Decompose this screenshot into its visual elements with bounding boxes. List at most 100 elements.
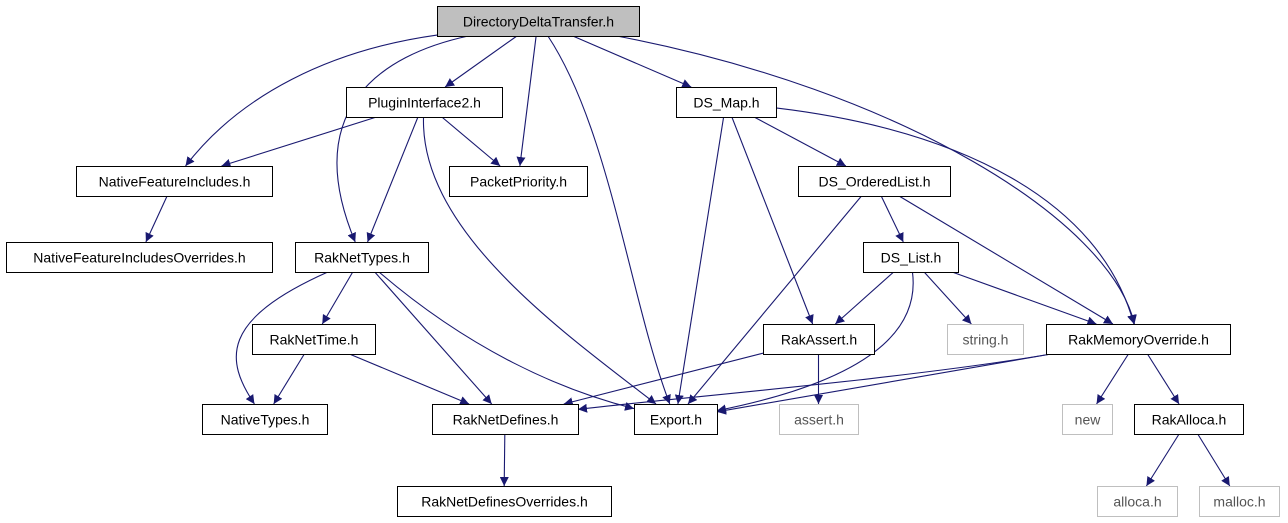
edge-ralloca-to-malloch xyxy=(1197,433,1231,487)
node-box xyxy=(397,486,612,517)
node-dsol[interactable]: DS_OrderedList.h xyxy=(798,166,951,197)
edge-dsmap-to-rassert xyxy=(731,116,814,325)
edge-rntime-to-ntypes xyxy=(273,353,305,405)
node-label: RakAlloca.h xyxy=(1152,412,1227,428)
edge-root-to-plugin xyxy=(444,35,518,88)
edge-nfi-to-nfio xyxy=(145,195,168,243)
node-allocah: alloca.h xyxy=(1097,486,1178,517)
node-box xyxy=(676,87,777,118)
node-label: string.h xyxy=(963,332,1009,348)
edge-rnt-to-ntypes xyxy=(235,271,329,405)
edge-plugin-to-pp xyxy=(441,116,501,167)
node-label: RakNetTime.h xyxy=(270,332,359,348)
node-box xyxy=(1097,486,1178,517)
node-box xyxy=(76,166,273,197)
node-dslist[interactable]: DS_List.h xyxy=(863,242,959,273)
node-label: NativeFeatureIncludes.h xyxy=(99,174,251,190)
node-box xyxy=(863,242,959,273)
node-dsmap[interactable]: DS_Map.h xyxy=(676,87,777,118)
node-box xyxy=(202,404,328,435)
edge-rnd-to-rndo xyxy=(499,433,509,487)
node-rassert[interactable]: RakAssert.h xyxy=(763,324,875,355)
node-ntypes[interactable]: NativeTypes.h xyxy=(202,404,328,435)
edge-dsol-to-rmo xyxy=(898,195,1114,325)
edge-dslist-to-stringh xyxy=(923,271,972,325)
node-malloch: malloc.h xyxy=(1199,486,1280,517)
edge-root-to-rmo xyxy=(616,35,1137,325)
node-label: RakNetDefinesOverrides.h xyxy=(421,494,588,510)
node-box xyxy=(763,324,875,355)
node-box xyxy=(437,6,640,37)
edge-rmo-to-export xyxy=(716,353,1052,415)
node-stringh: string.h xyxy=(947,324,1024,355)
edge-rnt-to-rnd xyxy=(374,271,493,405)
node-box xyxy=(947,324,1024,355)
node-nfio[interactable]: NativeFeatureIncludesOverrides.h xyxy=(6,242,273,273)
edge-root-to-dsmap xyxy=(572,35,692,88)
node-plugin[interactable]: PluginInterface2.h xyxy=(346,87,503,118)
edge-dsmap-to-rmo xyxy=(775,107,1136,325)
node-box xyxy=(634,404,718,435)
node-root[interactable]: DirectoryDeltaTransfer.h xyxy=(437,6,640,37)
node-box xyxy=(295,242,429,273)
node-box xyxy=(779,404,859,435)
edge-rnt-to-rntime xyxy=(321,271,354,325)
node-nfi[interactable]: NativeFeatureIncludes.h xyxy=(76,166,273,197)
node-label: assert.h xyxy=(794,412,844,428)
node-box xyxy=(798,166,951,197)
node-label: PluginInterface2.h xyxy=(368,95,481,111)
node-rnt[interactable]: RakNetTypes.h xyxy=(295,242,429,273)
edge-rmo-to-rnd xyxy=(577,353,1052,413)
node-label: DS_Map.h xyxy=(693,95,759,111)
node-rmo[interactable]: RakMemoryOverride.h xyxy=(1046,324,1231,355)
edge-dsmap-to-export xyxy=(674,116,725,405)
node-rntime[interactable]: RakNetTime.h xyxy=(252,324,376,355)
edge-layer xyxy=(145,34,1231,487)
node-label: RakNetTypes.h xyxy=(314,250,410,266)
edge-rntime-to-rnd xyxy=(349,353,470,405)
edge-plugin-to-nfi xyxy=(221,116,377,168)
node-label: PacketPriority.h xyxy=(470,174,567,190)
node-label: DS_OrderedList.h xyxy=(818,174,930,190)
edge-rmo-to-ralloca xyxy=(1147,353,1180,405)
edge-plugin-to-export xyxy=(422,116,657,405)
edge-dslist-to-rassert xyxy=(834,271,895,325)
edge-root-to-pp xyxy=(516,35,537,167)
node-layer: DirectoryDeltaTransfer.hPluginInterface2… xyxy=(6,6,1280,517)
node-box xyxy=(6,242,273,273)
edge-rnt-to-export xyxy=(378,271,635,411)
edge-dsol-to-dslist xyxy=(880,195,904,243)
node-box xyxy=(1199,486,1280,517)
edge-root-to-nfi xyxy=(185,34,438,167)
node-box xyxy=(346,87,503,118)
node-label: malloc.h xyxy=(1213,494,1265,510)
node-label: RakNetDefines.h xyxy=(453,412,559,428)
node-box xyxy=(432,404,579,435)
node-label: RakAssert.h xyxy=(781,332,857,348)
node-label: DirectoryDeltaTransfer.h xyxy=(463,14,614,30)
node-rndo[interactable]: RakNetDefinesOverrides.h xyxy=(397,486,612,517)
node-label: NativeTypes.h xyxy=(221,412,310,428)
node-label: DS_List.h xyxy=(881,250,942,266)
node-box xyxy=(449,166,588,197)
edge-ralloca-to-allocah xyxy=(1145,433,1180,487)
node-label: alloca.h xyxy=(1113,494,1161,510)
edge-dsmap-to-dsol xyxy=(753,116,847,167)
edge-plugin-to-rnt xyxy=(366,116,419,243)
node-export[interactable]: Export.h xyxy=(634,404,718,435)
node-box xyxy=(1046,324,1231,355)
edge-dslist-to-rmo xyxy=(951,271,1097,326)
node-label: Export.h xyxy=(650,412,702,428)
node-pp[interactable]: PacketPriority.h xyxy=(449,166,588,197)
node-ralloca[interactable]: RakAlloca.h xyxy=(1134,404,1244,435)
node-box xyxy=(252,324,376,355)
node-rnd[interactable]: RakNetDefines.h xyxy=(432,404,579,435)
edge-rassert-to-rnd xyxy=(563,352,764,407)
node-box xyxy=(1134,404,1244,435)
node-newh: new xyxy=(1062,404,1113,435)
node-box xyxy=(1062,404,1113,435)
node-asserth: assert.h xyxy=(779,404,859,435)
node-label: new xyxy=(1075,412,1102,428)
edge-dsol-to-export xyxy=(687,195,862,405)
